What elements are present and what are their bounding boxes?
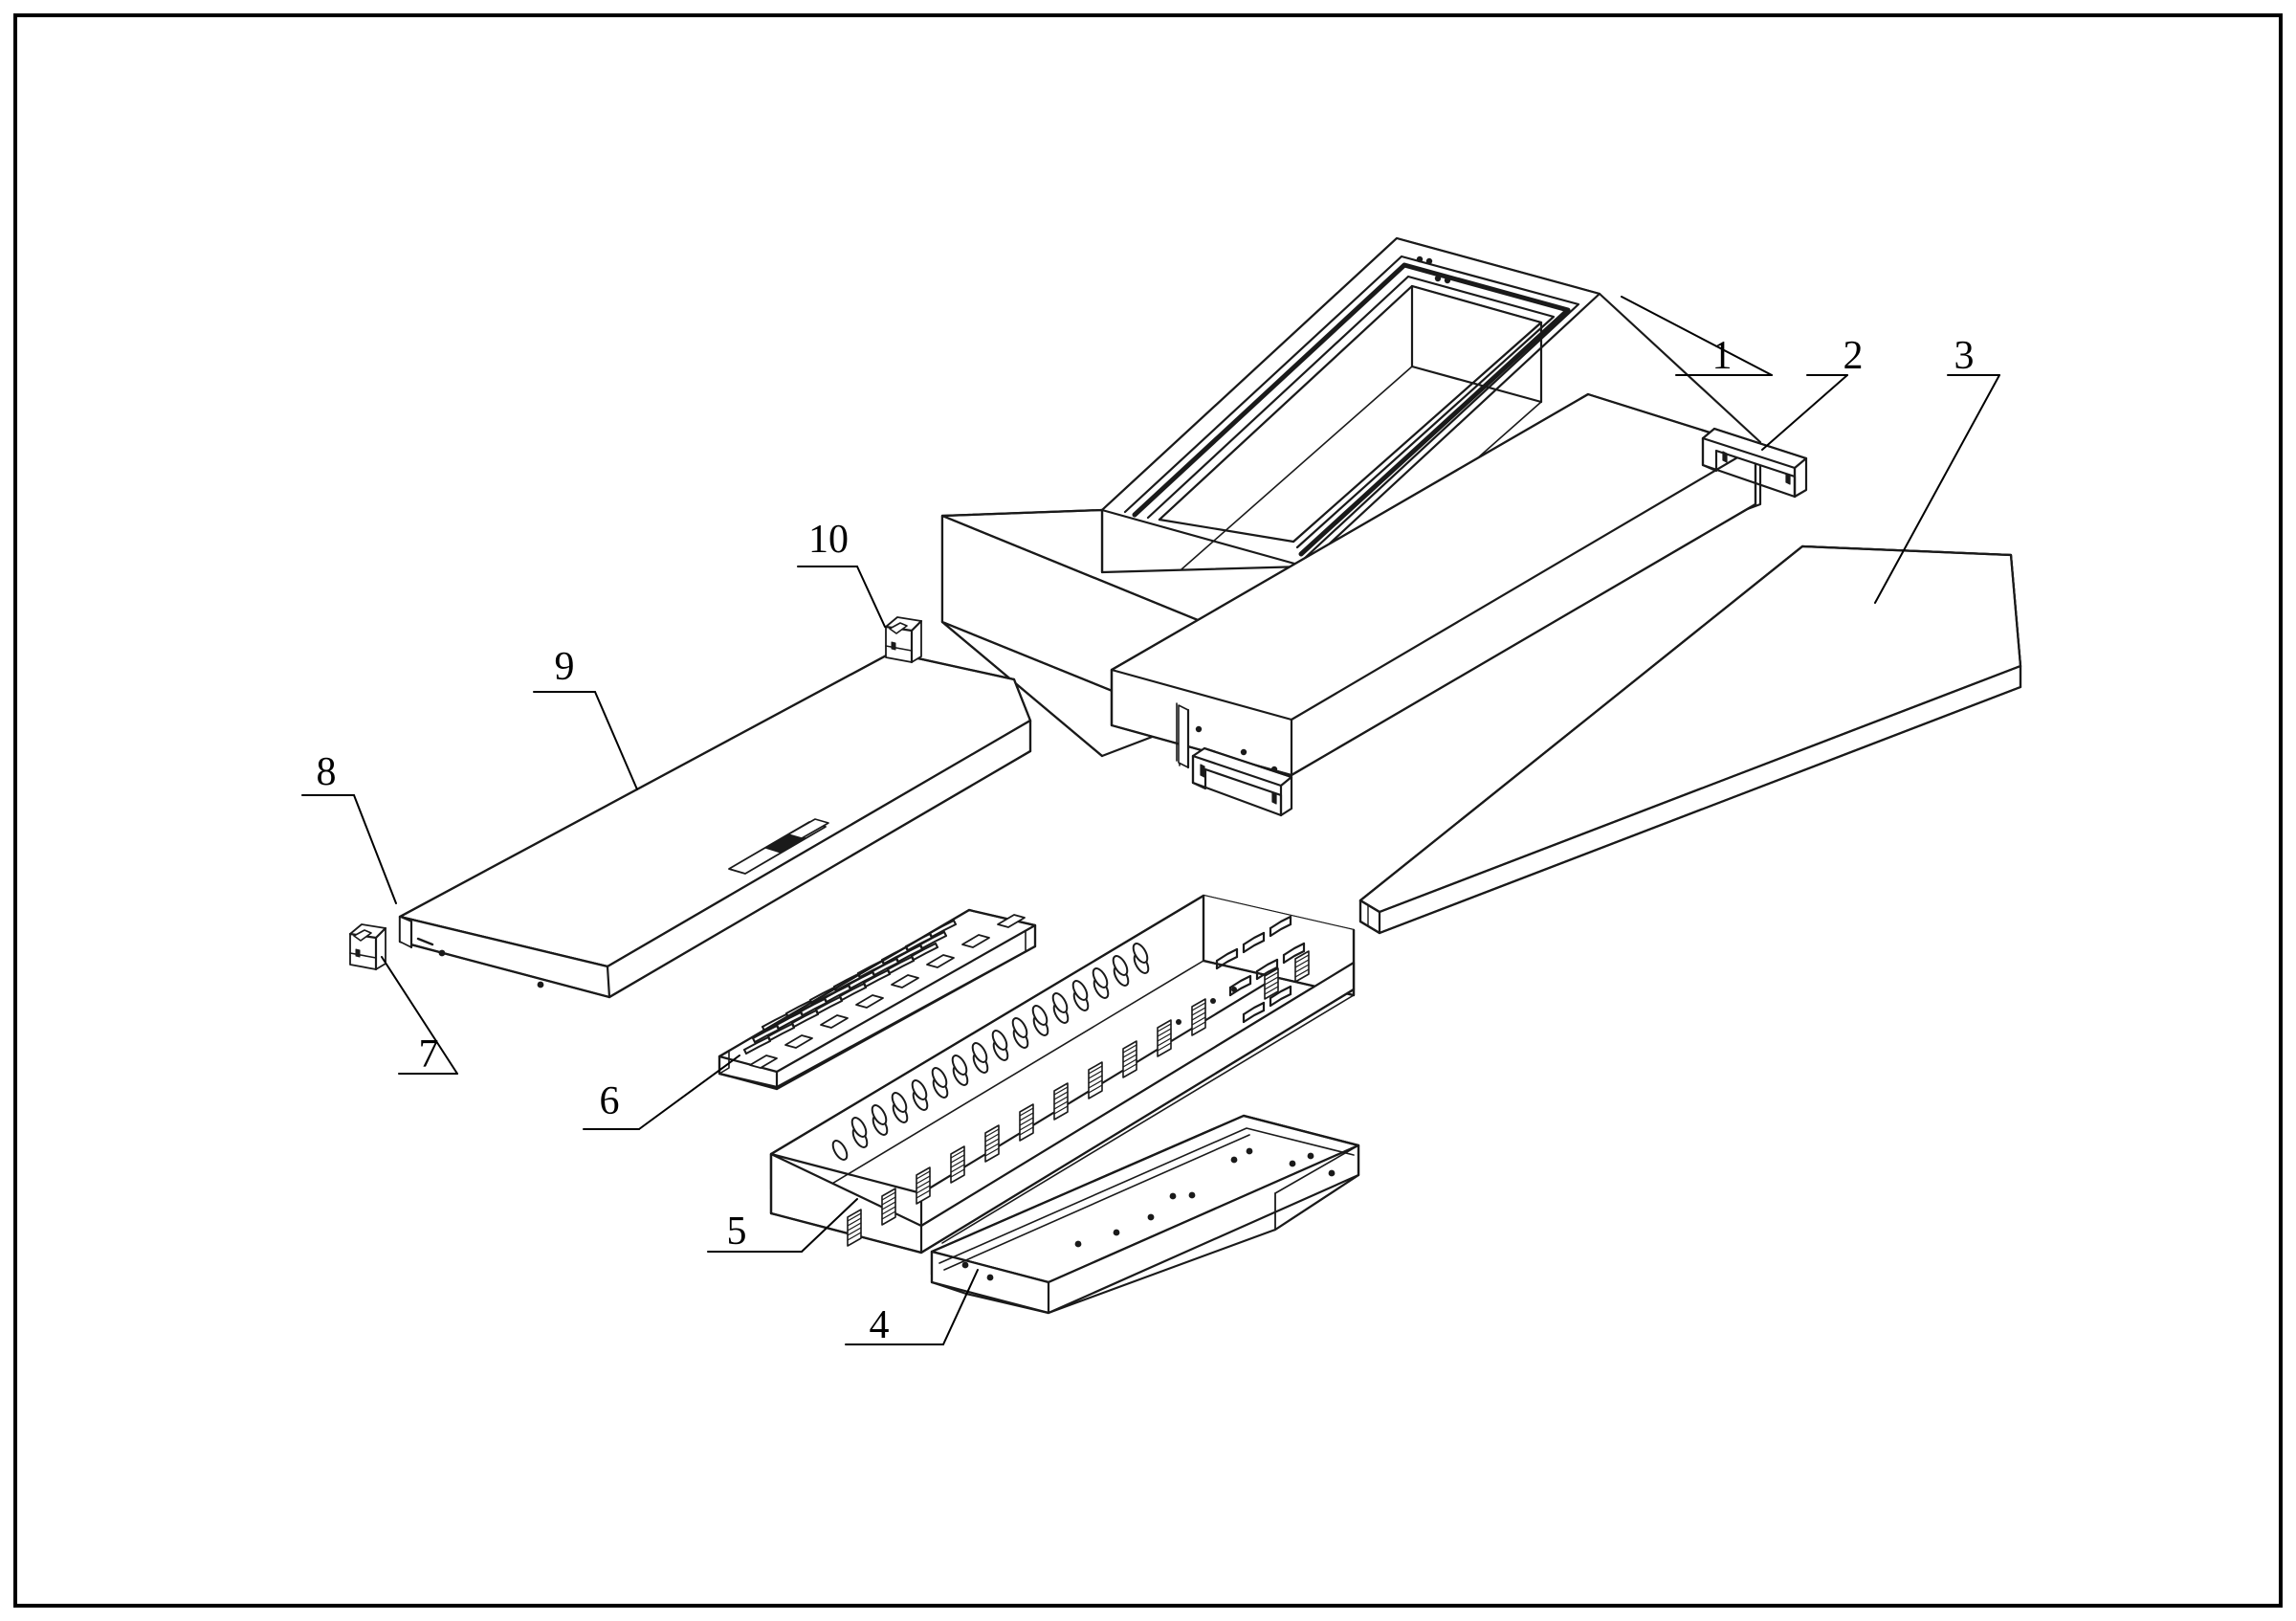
callout-leader-3 xyxy=(1874,374,2000,604)
part-7-left-corner-clip xyxy=(348,923,387,971)
callout-number-1: 1 xyxy=(1712,334,1733,378)
callout-number-3: 3 xyxy=(1954,334,1975,378)
callout-leader-5 xyxy=(707,1198,858,1253)
callout-leader-line-4 xyxy=(942,1269,979,1345)
callout-leader-line-5 xyxy=(801,1198,858,1253)
callout-number-9: 9 xyxy=(555,645,575,689)
sheet-border xyxy=(13,13,2283,1608)
callout-leader-6 xyxy=(583,1055,740,1130)
callout-number-8: 8 xyxy=(317,750,337,794)
callout-layer xyxy=(301,296,2000,1345)
part-1-cabinet-housing-frame xyxy=(940,236,1762,777)
part-5-perforated-tray xyxy=(769,894,1356,1255)
callout-text-layer: 1 2 3 4 5 6 7 8 9 10 xyxy=(317,334,1975,1347)
hood-handle-recess xyxy=(728,818,829,875)
callout-leader-line-7 xyxy=(381,956,458,1075)
callout-leader-line-9 xyxy=(594,691,638,790)
callout-number-7: 7 xyxy=(419,1033,439,1077)
callout-number-10: 10 xyxy=(808,518,849,562)
callout-number-2: 2 xyxy=(1843,334,1864,378)
part-9-hood-cover xyxy=(398,651,1032,999)
part-10-right-corner-clip xyxy=(884,616,923,664)
callout-leader-line-3 xyxy=(1874,374,2000,604)
callout-leader-2 xyxy=(1761,374,1848,451)
callout-leader-line-10 xyxy=(856,566,886,628)
callout-leader-8 xyxy=(301,794,397,904)
callout-leader-10 xyxy=(797,566,886,628)
part-2b-lower-mounting-rail-bracket xyxy=(1191,746,1293,817)
callout-leader-7 xyxy=(381,956,458,1075)
callout-number-5: 5 xyxy=(727,1210,747,1254)
callout-number-6: 6 xyxy=(600,1079,620,1123)
callout-leader-line-8 xyxy=(353,794,397,904)
callout-leader-line-1 xyxy=(1621,296,1773,376)
part-6-louvre-grille-panel xyxy=(718,908,1037,1091)
callout-leader-line-2 xyxy=(1761,374,1848,451)
part-4-tapered-support-bracket xyxy=(930,1114,1360,1315)
callout-leader-line-6 xyxy=(638,1055,740,1130)
part-2-upper-mounting-rail-bracket xyxy=(1701,427,1808,499)
callout-leader-4 xyxy=(845,1269,979,1345)
part-3-flat-cover-panel xyxy=(1358,544,2022,935)
callout-leader-1 xyxy=(1621,296,1773,376)
callout-leader-9 xyxy=(533,691,638,790)
callout-number-4: 4 xyxy=(870,1303,890,1347)
